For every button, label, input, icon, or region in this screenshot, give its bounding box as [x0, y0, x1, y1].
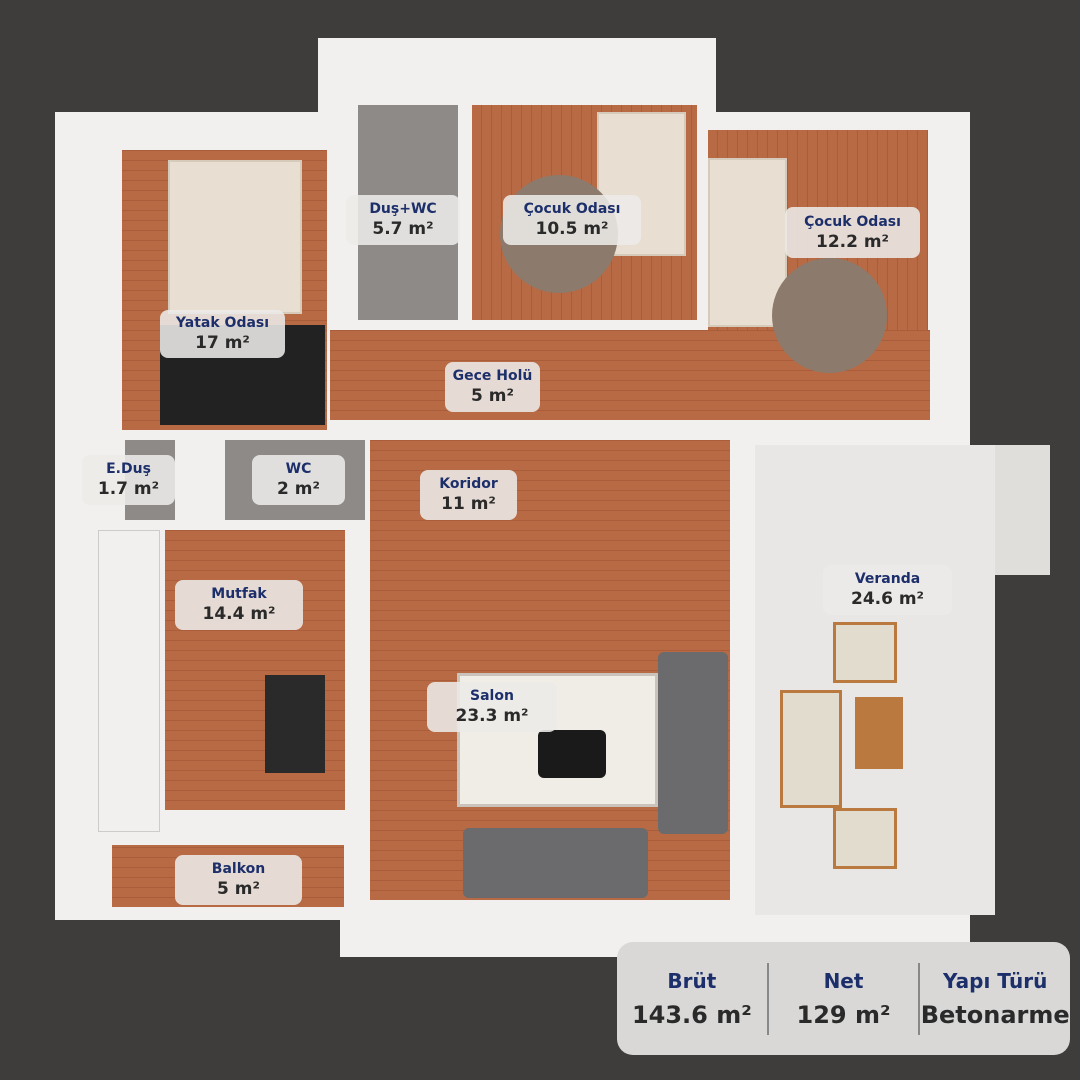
stat-value: Betonarme [920, 1000, 1070, 1029]
room-area: 5 m² [217, 879, 260, 899]
stat-brut: Brüt 143.6 m² [617, 963, 767, 1035]
room-label-gece-holu: Gece Holü 5 m² [445, 362, 540, 412]
room-label-cocuk-odasi-1: Çocuk Odası 10.5 m² [503, 195, 641, 245]
veranda-chair-1 [833, 622, 897, 683]
room-area: 5 m² [471, 386, 514, 406]
stat-value: 129 m² [796, 1000, 891, 1029]
outside [55, 920, 340, 980]
veranda-chair-2 [833, 808, 897, 869]
stat-label: Yapı Türü [943, 968, 1048, 993]
coffee-table [538, 730, 606, 778]
sofa-right [658, 652, 728, 834]
room-name: Balkon [211, 861, 266, 877]
room-label-koridor: Koridor 11 m² [420, 470, 517, 520]
room-area: 12.2 m² [815, 231, 890, 252]
room-name: Gece Holü [452, 368, 533, 384]
room-area: 11 m² [441, 494, 496, 514]
room-name: Salon [470, 688, 514, 704]
room-name: Çocuk Odası [804, 213, 901, 230]
room-name: WC [285, 461, 312, 477]
room-label-e-dus: E.Duş 1.7 m² [82, 455, 175, 505]
dining-table [265, 675, 325, 773]
stat-net: Net 129 m² [766, 962, 919, 1035]
room-name: Mutfak [211, 586, 267, 602]
stat-label: Brüt [667, 968, 717, 993]
room-name: Çocuk Odası [523, 201, 621, 217]
room-name: E.Duş [106, 461, 151, 477]
room-name: Koridor [439, 476, 498, 492]
stairs [995, 445, 1050, 575]
stat-value: 143.6 m² [631, 1000, 752, 1029]
veranda-table [855, 697, 903, 769]
room-area: 2 m² [277, 479, 320, 499]
room-area: 23.3 m² [455, 706, 529, 726]
room-label-mutfak: Mutfak 14.4 m² [175, 580, 303, 630]
kitchen-counter [98, 530, 160, 832]
room-label-balkon: Balkon 5 m² [175, 855, 302, 905]
room-label-yatak-odasi: Yatak Odası 17 m² [160, 310, 285, 358]
stat-label: Net [823, 968, 864, 993]
room-name: Veranda [854, 571, 921, 587]
round-rug-2 [772, 258, 887, 373]
room-label-dus-wc: Duş+WC 5.7 m² [346, 195, 460, 245]
room-area: 10.5 m² [535, 219, 609, 239]
room-label-wc: WC 2 m² [252, 455, 345, 505]
building-shell-top [318, 38, 716, 118]
room-area: 14.4 m² [202, 604, 276, 624]
double-bed [168, 160, 302, 314]
room-label-veranda: Veranda 24.6 m² [823, 565, 952, 615]
veranda-sofa [780, 690, 842, 808]
room-area: 24.6 m² [850, 589, 925, 609]
room-area: 17 m² [195, 333, 250, 353]
room-name: Duş+WC [369, 201, 437, 217]
room-area: 1.7 m² [97, 479, 160, 499]
room-label-salon: Salon 23.3 m² [427, 682, 557, 732]
room-name: Yatak Odası [175, 315, 270, 331]
sofa-bottom [463, 828, 648, 898]
room-area: 5.7 m² [372, 219, 434, 239]
